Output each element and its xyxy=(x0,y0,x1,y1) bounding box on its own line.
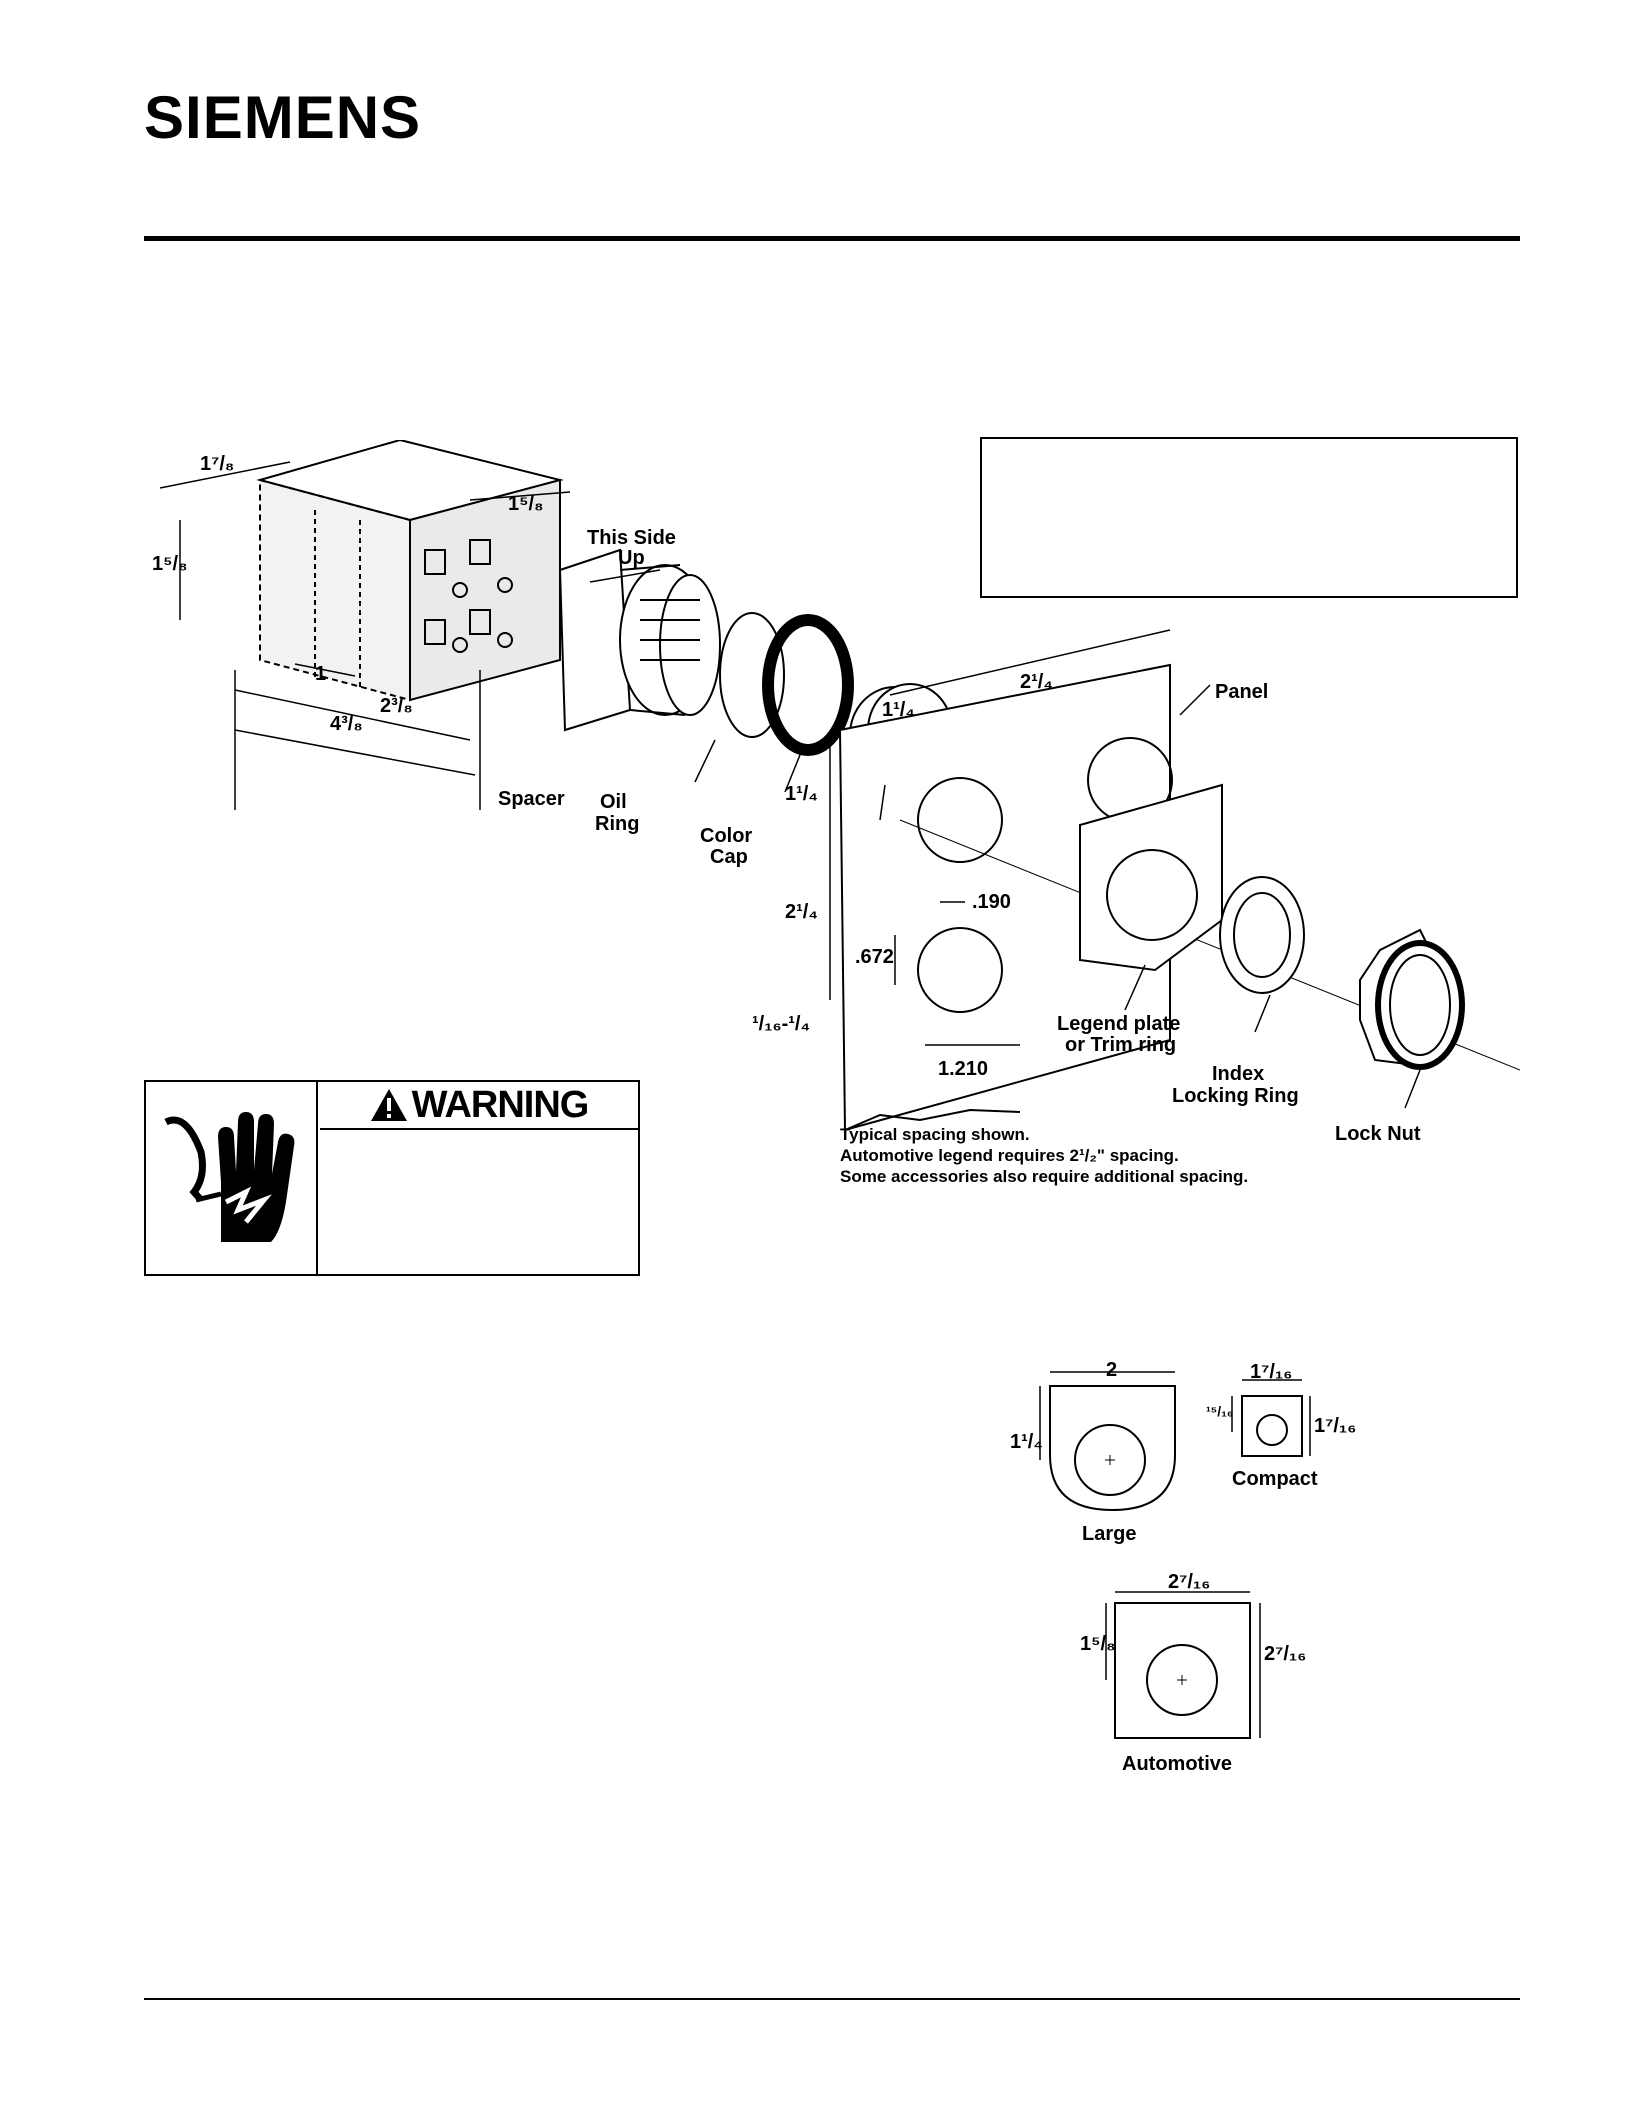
large-height: 1¹/₄ xyxy=(1010,1431,1043,1453)
label-color-cap: Cap xyxy=(710,846,748,868)
compact-width: 1⁷/₁₆ xyxy=(1250,1361,1292,1383)
automotive-offset: 1⁵/₈ xyxy=(1080,1633,1115,1655)
dim-text: 1.210 xyxy=(938,1058,988,1080)
compact-height: 1⁷/₁₆ xyxy=(1314,1415,1356,1437)
operator-housing xyxy=(558,548,721,732)
dim-text: 1⁷/₈ xyxy=(200,453,234,475)
dim-text: 1¹/₄ xyxy=(785,783,818,805)
label-index-ring: Locking Ring xyxy=(1172,1085,1299,1107)
dimension-lines xyxy=(159,461,1211,1046)
dim-text: 2¹/₄ xyxy=(1020,671,1053,693)
dim-text: .190 xyxy=(972,891,1011,913)
panel-part xyxy=(838,663,1520,1132)
compact-label: Compact xyxy=(1232,1468,1318,1490)
dim-text: 1⁵/₈ xyxy=(508,493,543,515)
dim-text: 2¹/₄ xyxy=(785,901,818,923)
automotive-width: 2⁷/₁₆ xyxy=(1168,1571,1210,1593)
compact-legend-plate xyxy=(1231,1379,1311,1457)
large-width: 2 xyxy=(1106,1360,1117,1381)
dim-text: ¹/₁₆-¹/₄ xyxy=(752,1013,810,1035)
large-label: Large xyxy=(1082,1523,1136,1545)
header-rule xyxy=(144,236,1520,241)
oil-ring-part xyxy=(762,614,854,756)
legend-plate-size-diagrams: 2 1¹/₄ Large 1⁷/₁₆ 1⁷/₁₆ ¹⁵/₁₆ Compact 2… xyxy=(1010,1360,1356,1775)
dim-text: 4³/₈ xyxy=(330,713,363,735)
label-lock-nut: Lock Nut xyxy=(1335,1123,1421,1145)
large-legend-plate xyxy=(1039,1371,1176,1512)
warning-title: WARNING xyxy=(411,1083,590,1126)
label-this-side-up: This Side xyxy=(587,527,676,549)
automotive-height: 2⁷/₁₆ xyxy=(1264,1643,1306,1665)
label-index-ring: Index xyxy=(1212,1063,1264,1085)
footer-rule xyxy=(144,1998,1520,2000)
warning-header: WARNING xyxy=(320,1082,638,1130)
label-panel: Panel xyxy=(1215,681,1268,703)
note-line: Some accessories also require additional… xyxy=(840,1167,1248,1186)
index-locking-ring-part xyxy=(1219,876,1305,994)
label-legend-plate: Legend plate xyxy=(1057,1013,1180,1035)
dim-text: .672 xyxy=(855,946,894,968)
warning-box: WARNING xyxy=(144,1080,640,1276)
dim-text: 1¹/₄ xyxy=(882,699,915,721)
warning-triangle-icon xyxy=(370,1089,407,1121)
compact-offset: ¹⁵/₁₆ xyxy=(1206,1403,1233,1419)
automotive-label: Automotive xyxy=(1122,1753,1232,1775)
dim-text: 1⁵/₈ xyxy=(152,553,187,575)
label-spacer: Spacer xyxy=(498,788,565,810)
dim-text: 2³/₈ xyxy=(380,695,413,717)
dim-text: 1 xyxy=(315,663,326,685)
legend-plate-part xyxy=(1079,783,1223,972)
label-oil-ring: Oil xyxy=(600,791,627,813)
siemens-logo: SIEMENS xyxy=(144,84,422,151)
contact-block-body xyxy=(256,440,564,702)
note-line: Automotive legend requires 2¹/₂" spacing… xyxy=(840,1146,1179,1165)
exploded-assembly-diagram: 1⁷/₈ 1⁵/₈ 1⁵/₈ 1 2³/₈ 4³/₈ 1¹/₄ 2¹/₄ 1¹/… xyxy=(152,440,1520,1186)
label-this-side-up: Up xyxy=(618,547,645,569)
label-oil-ring: Ring xyxy=(595,813,639,835)
leader-lines xyxy=(589,569,1421,1109)
warning-icon-cell xyxy=(146,1082,318,1274)
note-line: Typical spacing shown. xyxy=(840,1125,1030,1144)
label-color-cap: Color xyxy=(700,825,752,847)
notice-box xyxy=(980,437,1518,598)
electric-shock-hand-icon xyxy=(164,1112,295,1242)
warning-body xyxy=(320,1130,638,1274)
lock-nut-part xyxy=(1359,928,1465,1070)
label-legend-plate: or Trim ring xyxy=(1065,1034,1176,1056)
automotive-legend-plate xyxy=(1105,1591,1261,1739)
